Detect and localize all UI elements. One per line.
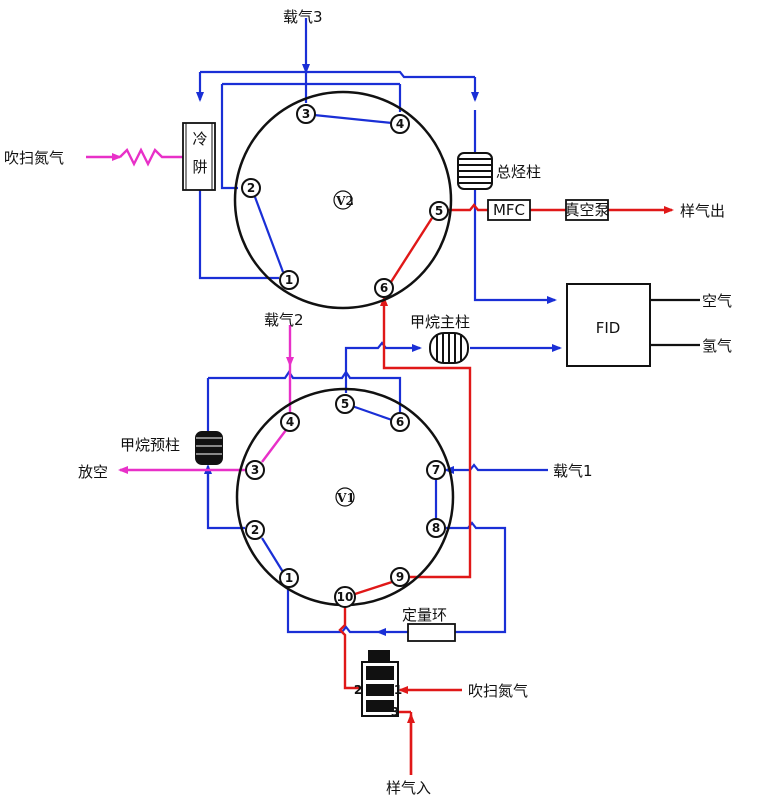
v1-port-3: 3 (251, 463, 259, 477)
valve-v2[interactable]: V2 1 2 3 4 5 6 (233, 90, 453, 310)
v1-port-6: 6 (396, 415, 404, 429)
v2-port-4: 4 (396, 117, 404, 131)
carrier2-label: 载气2 (264, 311, 304, 329)
purge-n2-bottom-label: 吹扫氮气 (468, 682, 528, 700)
purge-n2-top-label: 吹扫氮气 (4, 149, 64, 167)
solenoid-valve[interactable]: 2 1 3 (354, 650, 402, 719)
methane-main-column-icon (429, 332, 469, 364)
v2-ports: 1 2 3 4 5 6 (241, 104, 449, 298)
magenta-lines (86, 147, 294, 474)
methane-pre-column-label: 甲烷预柱 (120, 436, 180, 454)
v1-label: V1 (336, 491, 355, 505)
v1-port-1: 1 (285, 571, 293, 585)
sv-port-1: 1 (394, 683, 402, 697)
total-hc-column-label: 总烃柱 (496, 163, 541, 181)
blue-lines (196, 18, 700, 636)
v1-port-7: 7 (432, 463, 440, 477)
sv-port-3: 3 (391, 705, 399, 719)
sample-out-label: 样气出 (680, 202, 725, 220)
valve-v1[interactable]: V1 1 2 3 4 5 6 7 8 9 10 (235, 387, 455, 608)
methane-pre-column-icon (195, 431, 223, 465)
cold-trap[interactable]: 冷 阱 (182, 122, 216, 191)
methane-main-column-label: 甲烷主柱 (410, 313, 470, 331)
fid-label: FID (596, 319, 621, 337)
v1-port-5: 5 (341, 397, 349, 411)
quant-loop-label: 定量环 (402, 606, 447, 624)
v2-port-2: 2 (247, 181, 255, 195)
v2-port-3: 3 (302, 107, 310, 121)
v1-port-4: 4 (286, 415, 294, 429)
v1-ports: 1 2 3 4 5 6 7 8 9 10 (245, 394, 446, 608)
mfc-box[interactable]: MFC (487, 199, 531, 221)
vent-label: 放空 (78, 463, 108, 481)
carrier1-label: 载气1 (553, 462, 593, 480)
v1-port-9: 9 (396, 570, 404, 584)
air-label: 空气 (702, 292, 732, 310)
cold-trap-label-1: 冷 (192, 130, 207, 148)
v1-port-8: 8 (432, 521, 440, 535)
v1-port-2: 2 (251, 523, 259, 537)
total-hc-column-icon (457, 152, 493, 190)
sample-in-label: 样气入 (386, 779, 431, 797)
v1-port-10: 10 (337, 590, 354, 604)
v2-port-5: 5 (435, 204, 443, 218)
vacuum-pump-box[interactable]: 真空泵 (564, 199, 610, 221)
v2-label: V2 (335, 194, 354, 208)
carrier3-label: 载气3 (283, 8, 323, 26)
vacuum-pump-label: 真空泵 (564, 201, 609, 219)
fid-box[interactable]: FID (566, 283, 651, 367)
mfc-label: MFC (493, 201, 525, 219)
sv-port-2: 2 (354, 683, 362, 697)
quant-loop-box[interactable] (407, 623, 456, 642)
cold-trap-label-2: 阱 (192, 158, 207, 176)
v2-port-6: 6 (380, 281, 388, 295)
v2-port-1: 1 (285, 273, 293, 287)
hydrogen-label: 氢气 (702, 337, 732, 355)
